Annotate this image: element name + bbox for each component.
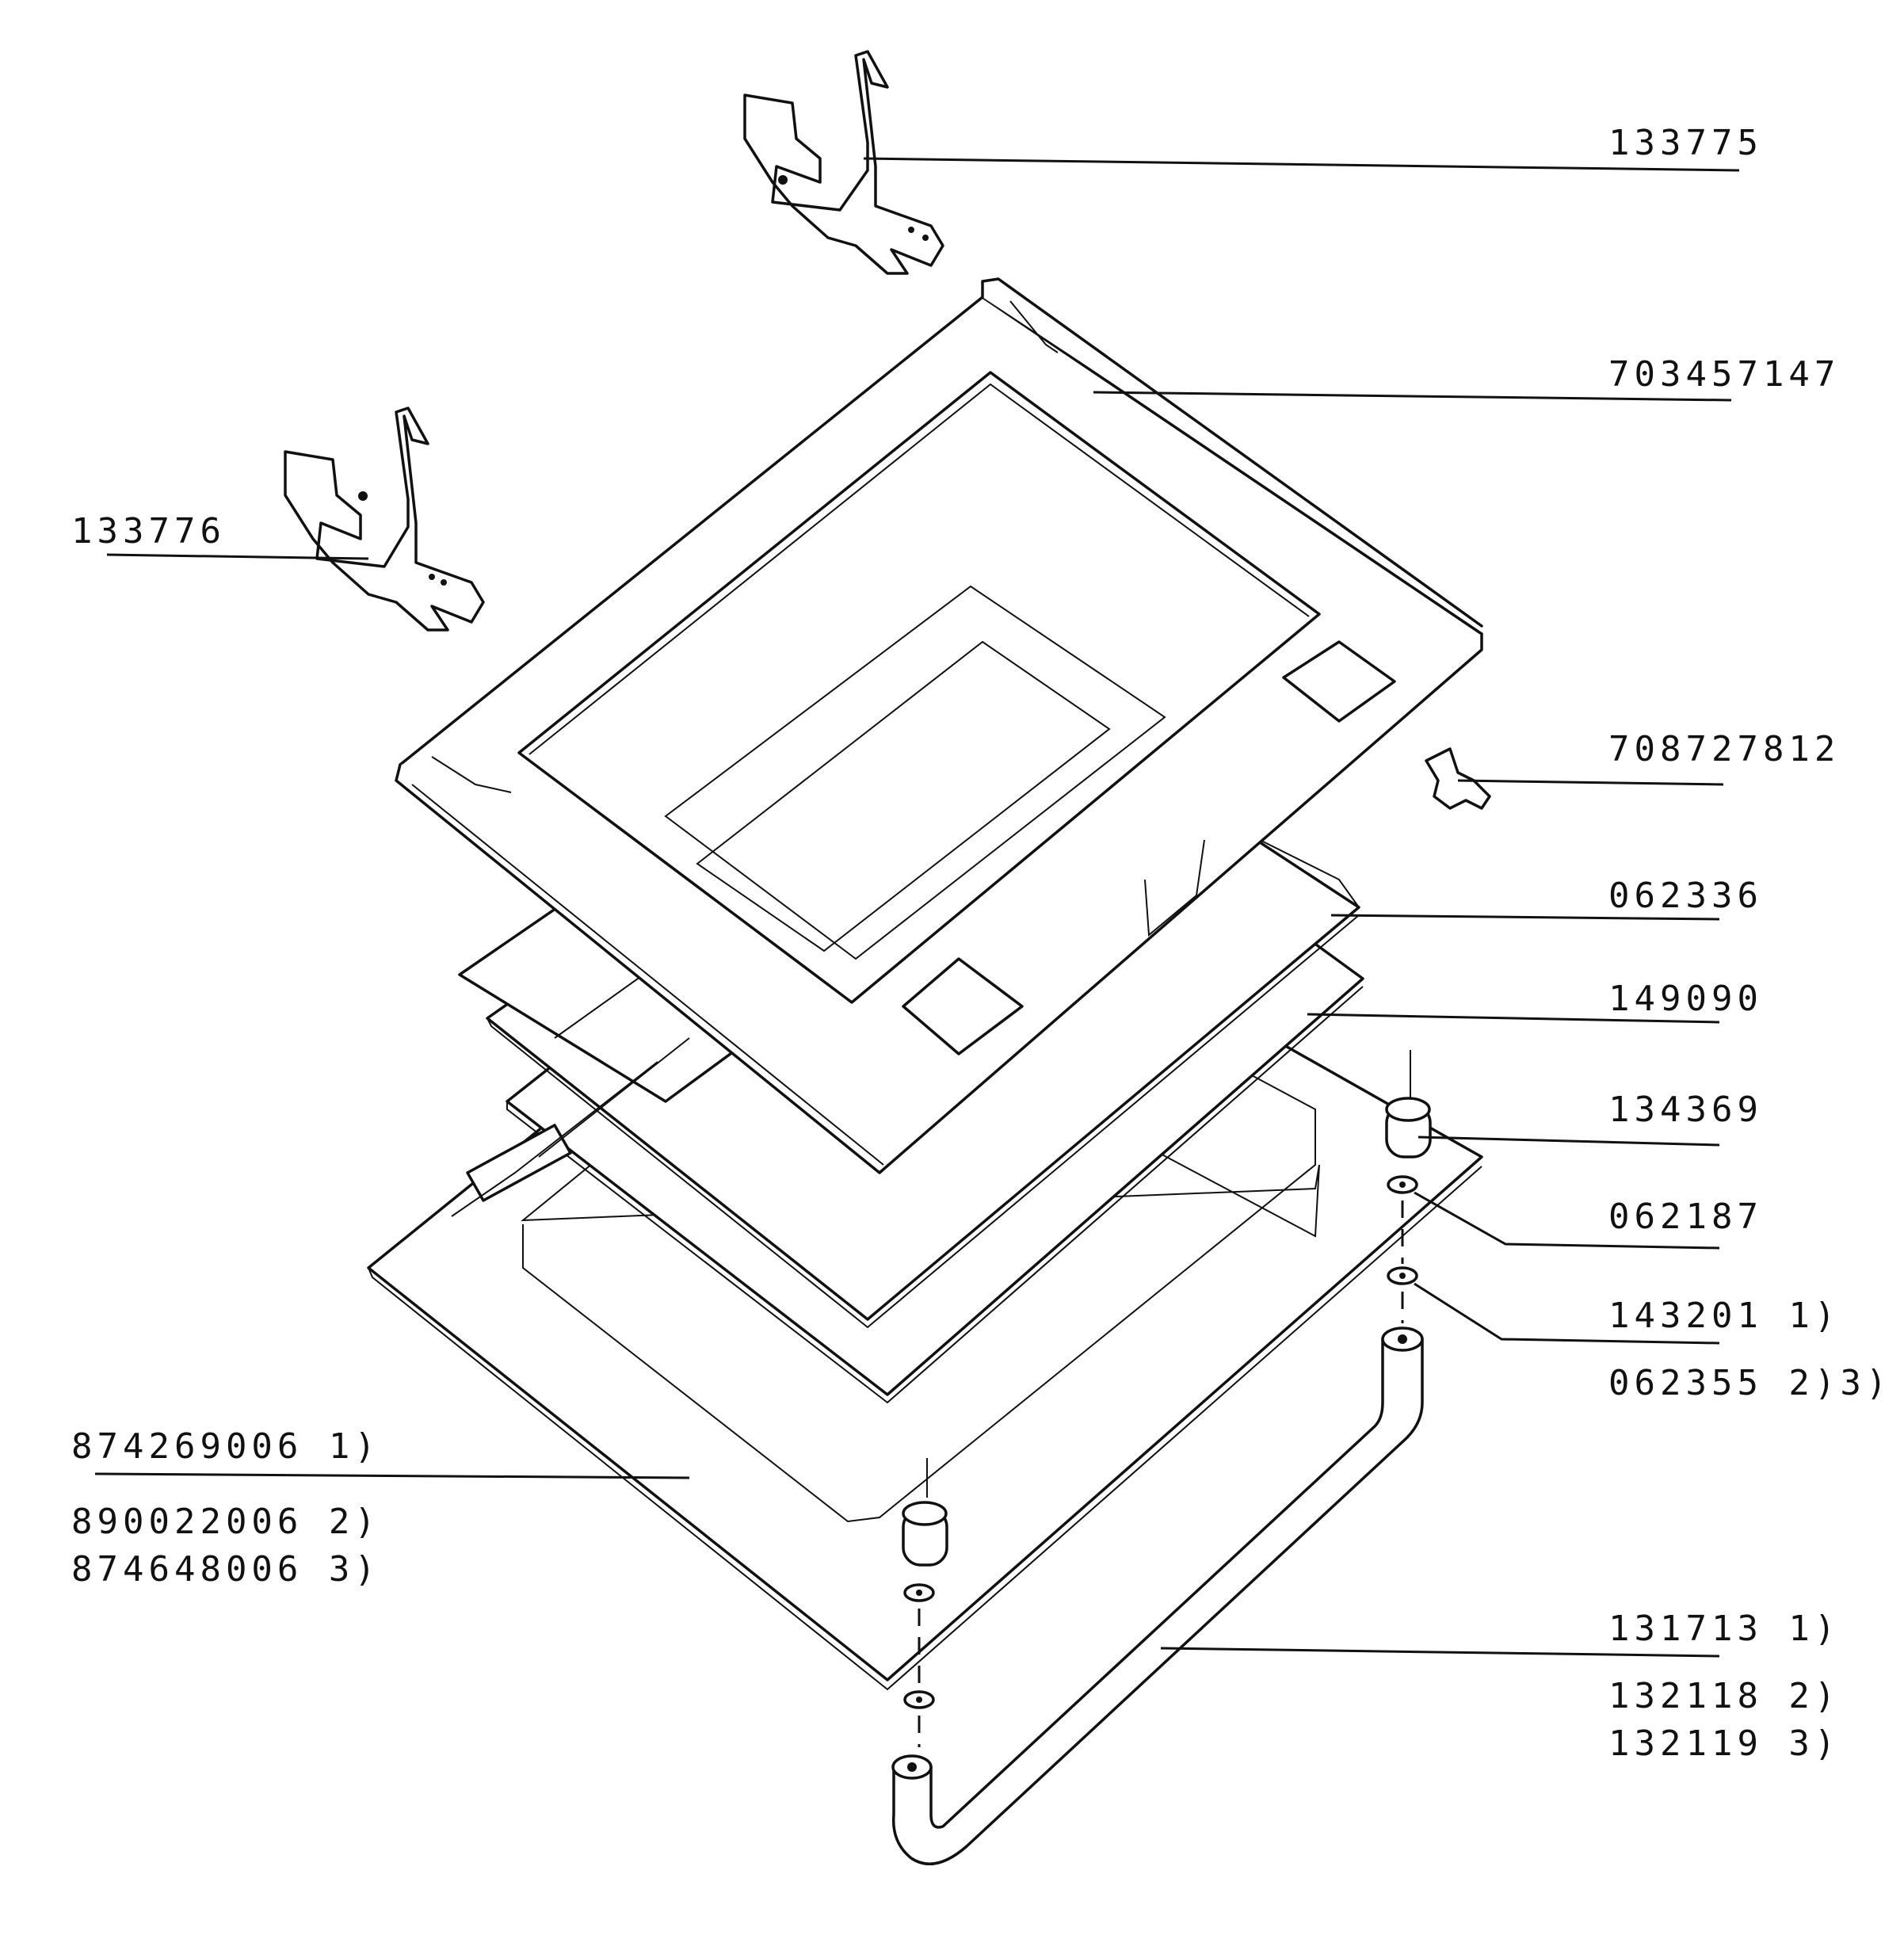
label-890022006: 890022006 2) bbox=[71, 1502, 380, 1542]
label-062355: 062355 2)3) bbox=[1608, 1363, 1891, 1403]
right-handle-mount bbox=[1385, 1050, 1432, 1323]
leader-lines bbox=[94, 157, 1740, 1658]
left-handle-mount bbox=[902, 1458, 948, 1747]
label-132119: 132119 3) bbox=[1608, 1723, 1840, 1764]
label-062336: 062336 bbox=[1608, 876, 1763, 916]
label-062187: 062187 bbox=[1608, 1197, 1763, 1237]
hinge-right-part bbox=[743, 50, 944, 275]
label-134369: 134369 bbox=[1608, 1090, 1763, 1130]
door-handle-part bbox=[891, 1326, 1424, 1865]
label-132118: 132118 2) bbox=[1608, 1676, 1840, 1716]
label-131713: 131713 1) bbox=[1608, 1609, 1840, 1649]
label-133775: 133775 bbox=[1608, 123, 1763, 163]
hinge-left-part bbox=[284, 407, 485, 632]
door-frame bbox=[395, 277, 1483, 1174]
label-874269006: 874269006 1) bbox=[71, 1426, 380, 1467]
label-703457147: 703457147 bbox=[1608, 354, 1840, 395]
label-149090: 149090 bbox=[1608, 979, 1763, 1019]
label-708727812: 708727812 bbox=[1608, 729, 1840, 769]
part-labels: 133775 703457147 133776 708727812 062336… bbox=[71, 123, 1891, 1764]
label-133776: 133776 bbox=[71, 511, 226, 552]
clip-part bbox=[1425, 747, 1491, 810]
label-874648006: 874648006 3) bbox=[71, 1549, 380, 1590]
label-143201: 143201 1) bbox=[1608, 1296, 1840, 1336]
